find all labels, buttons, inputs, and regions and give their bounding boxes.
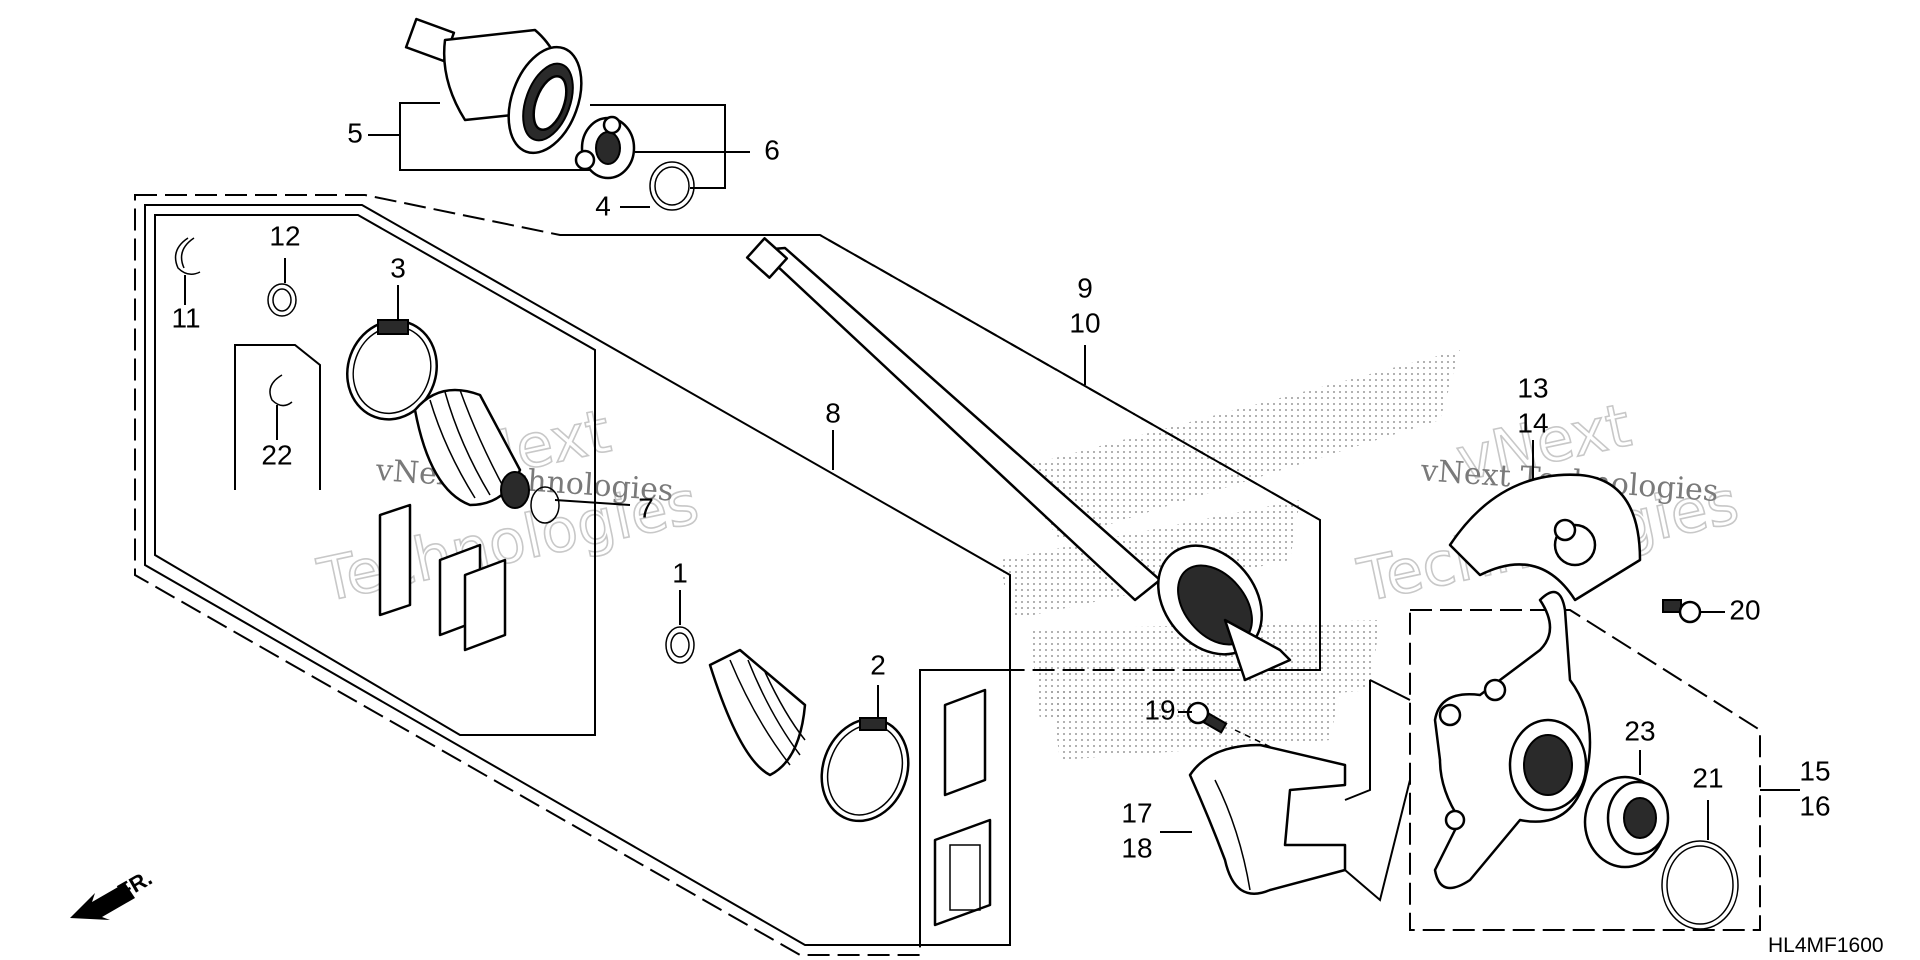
clip-22: [269, 374, 293, 407]
tripod-joint: [574, 115, 636, 180]
disc-cover: [1448, 473, 1642, 602]
part-label-12: 12: [269, 220, 300, 251]
part-label-5: 5: [347, 117, 363, 148]
box-kit-lower: [919, 669, 1011, 946]
part-label-13: 13: [1517, 372, 1548, 403]
boundary-set-9: [560, 234, 1321, 671]
circlip-11: [174, 237, 201, 275]
boot-band-3: [346, 319, 438, 421]
grease-packet-lower: [933, 688, 992, 927]
part-label-23: 23: [1624, 715, 1655, 746]
part-label-16: 16: [1799, 790, 1830, 821]
part-label-4: 4: [595, 190, 611, 221]
bolt-19: [1186, 701, 1228, 734]
front-arrow-icon: [70, 883, 135, 920]
bracket-5-top: [590, 104, 726, 189]
boundary-set-15: [1409, 609, 1761, 931]
boundary-set-8: [134, 194, 1321, 956]
bracket-5: [399, 102, 590, 171]
part-label-21: 21: [1692, 762, 1723, 793]
bracket-17b: [1344, 680, 1371, 801]
snap-ring-4: [649, 161, 695, 211]
clip-1: [665, 626, 695, 664]
steering-knuckle: [1433, 590, 1592, 890]
part-label-11: 11: [171, 302, 200, 333]
inner-boot: [413, 388, 530, 509]
boot-band-2: [820, 717, 910, 823]
bracket-17c: [1344, 779, 1411, 902]
part-label-18: 18: [1121, 832, 1152, 863]
diagram-code: HL4MF1600: [1768, 934, 1884, 957]
boundary-boot-kit-inner: [154, 214, 596, 736]
caliper-bracket: [1188, 743, 1347, 895]
box-22: [234, 344, 321, 490]
inner-cv-joint: [404, 17, 583, 155]
part-label-2: 2: [870, 649, 886, 680]
clip-7: [530, 486, 560, 524]
part-label-8: 8: [825, 397, 841, 428]
part-label-6: 6: [764, 134, 780, 165]
clip-12: [267, 283, 297, 317]
outer-boot: [708, 648, 807, 777]
grease-packet-left: [378, 503, 507, 652]
part-label-7: 7: [638, 492, 654, 523]
part-label-3: 3: [390, 252, 406, 283]
part-label-15: 15: [1799, 755, 1830, 786]
axle-shaft: [745, 237, 1292, 682]
wheel-bearing-23: [1583, 775, 1670, 869]
bolt-20: [1662, 599, 1702, 624]
part-label-10: 10: [1069, 307, 1100, 338]
part-label-14: 14: [1517, 407, 1548, 438]
leader-7: [554, 499, 631, 506]
circlip-21: [1661, 840, 1739, 930]
boundary-boot-kit-outer: [144, 204, 1011, 946]
part-label-1: 1: [672, 557, 688, 588]
front-arrow: FR.: [70, 865, 156, 920]
part-label-22: 22: [261, 439, 292, 470]
part-label-17: 17: [1121, 797, 1152, 828]
part-label-19: 19: [1144, 694, 1175, 725]
part-label-20: 20: [1729, 594, 1760, 625]
bracket-17: [1369, 679, 1411, 701]
part-label-9: 9: [1077, 272, 1093, 303]
